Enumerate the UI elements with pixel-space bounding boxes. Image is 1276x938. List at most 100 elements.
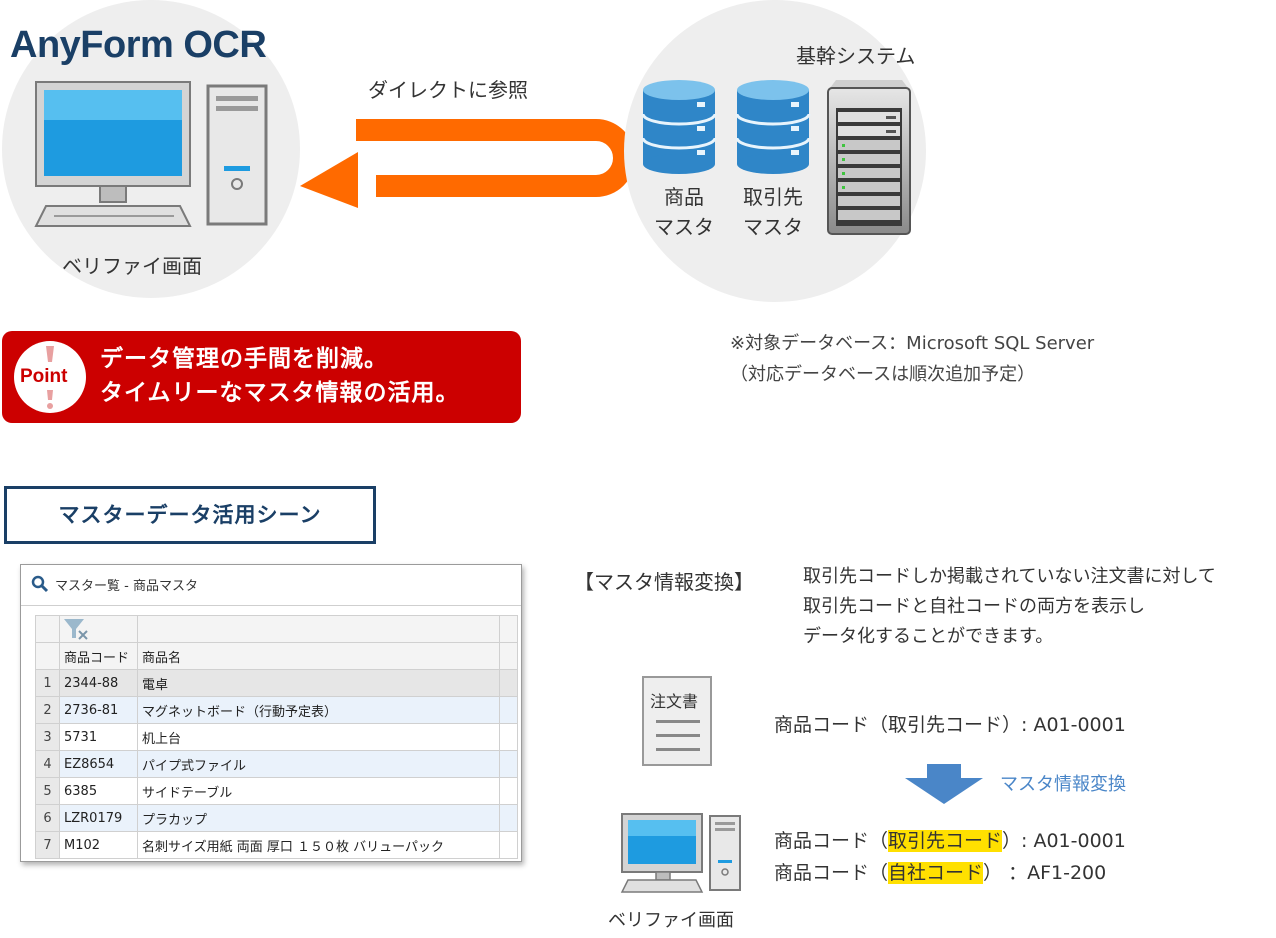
feature-description: 取引先コードしか掲載されていない注文書に対して 取引先コードと自社コードの両方を…	[803, 562, 1216, 652]
arrow-label: ダイレクトに参照	[368, 78, 528, 102]
conversion-arrow-icon	[905, 764, 983, 804]
code-after-prefix2: 商品コード（	[774, 862, 889, 884]
doc-line-icon	[656, 720, 700, 723]
exclamation-icon	[46, 346, 54, 409]
cell-name[interactable]: 机上台	[137, 723, 500, 751]
table-row[interactable]: 5 6385 サイドテーブル	[35, 777, 518, 805]
cell-code[interactable]: 6385	[59, 777, 138, 805]
supplier-master-label-line1: 取引先	[743, 185, 803, 209]
cell-spacer	[499, 696, 518, 724]
desktop-computer-icon	[34, 81, 268, 227]
row-number: 2	[35, 696, 60, 724]
database-note-line2: （対応データベースは順次追加予定）	[730, 364, 1036, 385]
product-master-label: 商品 マスタ	[644, 182, 724, 242]
cell-code[interactable]: LZR0179	[59, 804, 138, 832]
point-badge-label: Point	[20, 366, 68, 387]
master-list-panel: マスター覧 - 商品マスタ 商品コード 商品名 1 2344-88	[20, 564, 522, 862]
cell-name[interactable]: サイドテーブル	[137, 777, 500, 805]
table-row[interactable]: 7 M102 名刺サイズ用紙 両面 厚口 １５０枚 バリューパック	[35, 831, 518, 859]
row-number: 7	[35, 831, 60, 859]
column-header-code[interactable]: 商品コード	[59, 642, 138, 670]
cell-spacer	[499, 750, 518, 778]
verify-screen-caption-bottom: ベリファイ画面	[608, 910, 734, 931]
product-master-database-icon	[641, 80, 717, 174]
point-message: データ管理の手間を削減。 タイムリーなマスタ情報の活用。	[100, 342, 460, 410]
code-after-suffix2: ） ：AF1-200	[983, 862, 1107, 884]
cell-code[interactable]: 5731	[59, 723, 138, 751]
database-note-line1: ※対象データベース：Microsoft SQL Server	[730, 333, 1095, 354]
filter-cell-code[interactable]	[59, 615, 138, 643]
doc-line-icon	[656, 748, 700, 751]
order-document-label: 注文書	[650, 692, 699, 711]
cell-name[interactable]: プラカップ	[137, 804, 500, 832]
cell-code[interactable]: 2344-88	[59, 669, 138, 697]
column-header-name[interactable]: 商品名	[137, 642, 500, 670]
conversion-label: マスタ情報変換	[1000, 774, 1126, 795]
code-after-suffix1: ）: A01-0001	[1002, 830, 1126, 852]
feature-desc-line3: データ化することができます。	[803, 626, 1054, 647]
cell-code[interactable]: M102	[59, 831, 138, 859]
master-data-grid: 商品コード 商品名 1 2344-88 電卓 2 2736-81 マグネットボー…	[35, 615, 518, 859]
cell-name[interactable]: 名刺サイズ用紙 両面 厚口 １５０枚 バリューパック	[137, 831, 500, 859]
direct-reference-arrow	[300, 119, 635, 208]
product-master-label-line2: マスタ	[654, 215, 714, 239]
supplier-master-label-line2: マスタ	[743, 215, 803, 239]
cell-name[interactable]: マグネットボード（行動予定表）	[137, 696, 500, 724]
row-number: 4	[35, 750, 60, 778]
row-number: 5	[35, 777, 60, 805]
code-after-supplier: 商品コード（取引先コード）: A01-0001	[774, 826, 1126, 853]
feature-title: 【マスタ情報変換】	[574, 570, 754, 594]
small-computer-icon	[620, 813, 741, 893]
cell-name[interactable]: 電卓	[137, 669, 500, 697]
doc-line-icon	[656, 734, 700, 737]
table-row[interactable]: 2 2736-81 マグネットボード（行動予定表）	[35, 696, 518, 724]
scene-heading-text: マスターデータ活用シーン	[58, 503, 322, 527]
header-row: 商品コード 商品名	[35, 642, 518, 670]
feature-desc-line1: 取引先コードしか掲載されていない注文書に対して	[803, 566, 1216, 587]
supplier-master-label: 取引先 マスタ	[733, 182, 813, 242]
cell-code[interactable]: 2736-81	[59, 696, 138, 724]
supplier-code-highlight: 取引先コード	[888, 830, 1003, 852]
point-line2: タイムリーなマスタ情報の活用。	[100, 380, 460, 406]
supplier-master-database-icon	[735, 80, 811, 174]
cell-spacer	[499, 777, 518, 805]
cell-spacer	[499, 804, 518, 832]
master-panel-title: マスター覧 - 商品マスタ	[55, 579, 198, 594]
panel-title-divider	[21, 605, 521, 606]
server-rack-icon	[827, 80, 911, 235]
row-number: 6	[35, 804, 60, 832]
header-row-corner	[35, 642, 60, 670]
product-master-label-line1: 商品	[664, 185, 704, 209]
feature-desc-line2: 取引先コードと自社コードの両方を表示し	[803, 596, 1145, 617]
table-row[interactable]: 4 EZ8654 パイプ式ファイル	[35, 750, 518, 778]
filter-cell-spacer	[499, 615, 518, 643]
row-number: 1	[35, 669, 60, 697]
scene-heading: マスターデータ活用シーン	[4, 486, 376, 544]
cell-spacer	[499, 669, 518, 697]
code-after-prefix1: 商品コード（	[774, 830, 889, 852]
table-row[interactable]: 1 2344-88 電卓	[35, 669, 518, 697]
filter-cell-name[interactable]	[137, 615, 500, 643]
verify-screen-caption: ベリファイ画面	[62, 254, 202, 278]
table-row[interactable]: 6 LZR0179 プラカップ	[35, 804, 518, 832]
cell-spacer	[499, 831, 518, 859]
code-before-conversion: 商品コード（取引先コード）: A01-0001	[774, 714, 1126, 736]
row-number: 3	[35, 723, 60, 751]
clear-filter-icon[interactable]	[62, 616, 90, 642]
code-after-company: 商品コード（自社コード） ：AF1-200	[774, 858, 1106, 885]
header-spacer	[499, 642, 518, 670]
company-code-highlight: 自社コード	[888, 862, 984, 884]
search-icon	[31, 575, 49, 593]
cell-code[interactable]: EZ8654	[59, 750, 138, 778]
filter-row	[35, 615, 518, 643]
filter-row-corner	[35, 615, 60, 643]
system-title: 基幹システム	[796, 44, 916, 68]
table-row[interactable]: 3 5731 机上台	[35, 723, 518, 751]
database-note: ※対象データベース：Microsoft SQL Server （対応データベース…	[730, 328, 1094, 390]
order-document-icon: 注文書	[642, 676, 712, 766]
brand-title: AnyForm OCR	[10, 24, 267, 66]
cell-spacer	[499, 723, 518, 751]
point-banner	[2, 331, 521, 423]
point-line1: データ管理の手間を削減。	[100, 346, 388, 372]
cell-name[interactable]: パイプ式ファイル	[137, 750, 500, 778]
